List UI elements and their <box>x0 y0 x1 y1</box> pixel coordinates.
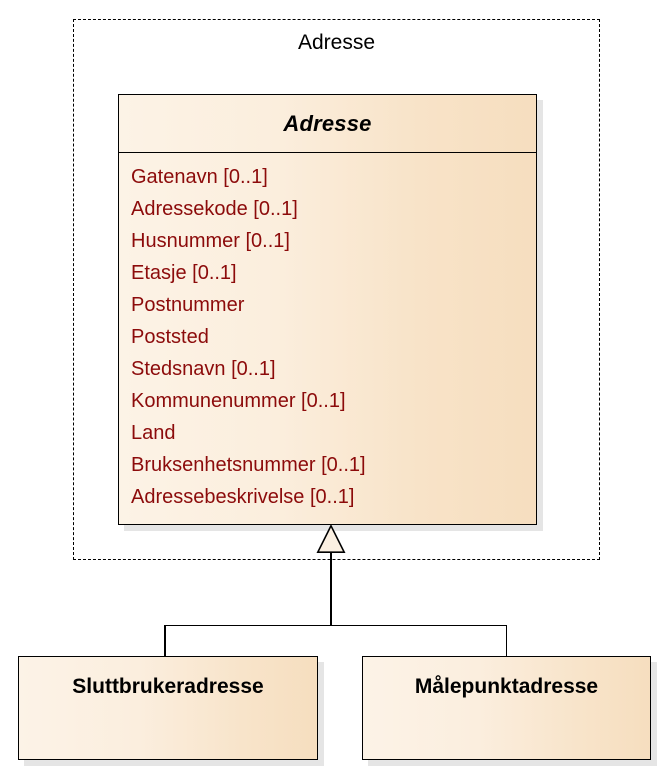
attribute-row: Bruksenhetsnummer [0..1] <box>131 454 366 476</box>
class-box-adresse[interactable]: Adresse Gatenavn [0..1] Adressekode [0..… <box>118 94 537 525</box>
generalization-triangle-icon <box>316 524 346 554</box>
class-name-label: Sluttbrukeradresse <box>72 675 264 698</box>
package-boundary <box>73 19 600 560</box>
attribute-row: Gatenavn [0..1] <box>131 166 268 188</box>
attribute-row: Adressebeskrivelse [0..1] <box>131 486 355 508</box>
class-header: Adresse <box>119 95 536 153</box>
class-name-label: Målepunktadresse <box>414 675 599 698</box>
class-box-sluttbrukeradresse[interactable]: Sluttbrukeradresse <box>18 656 318 760</box>
generalization-cross-bar <box>164 624 507 627</box>
generalization-branch-right <box>505 624 508 657</box>
class-box-malepunktadresse[interactable]: Målepunktadresse <box>362 656 651 760</box>
attribute-row: Etasje [0..1] <box>131 262 237 284</box>
attribute-row: Land <box>131 422 176 444</box>
attribute-row: Adressekode [0..1] <box>131 198 298 220</box>
class-attribute-list: Gatenavn [0..1] Adressekode [0..1] Husnu… <box>119 153 536 524</box>
attribute-row: Poststed <box>131 326 209 348</box>
generalization-stem-line <box>330 552 332 626</box>
package-title: Adresse <box>297 31 376 54</box>
attribute-row: Kommunenummer [0..1] <box>131 390 346 412</box>
attribute-row: Postnummer <box>131 294 245 316</box>
class-name-label: Adresse <box>283 110 372 136</box>
generalization-branch-left <box>164 624 166 657</box>
attribute-row: Stedsnavn [0..1] <box>131 358 276 380</box>
attribute-row: Husnummer [0..1] <box>131 230 290 252</box>
